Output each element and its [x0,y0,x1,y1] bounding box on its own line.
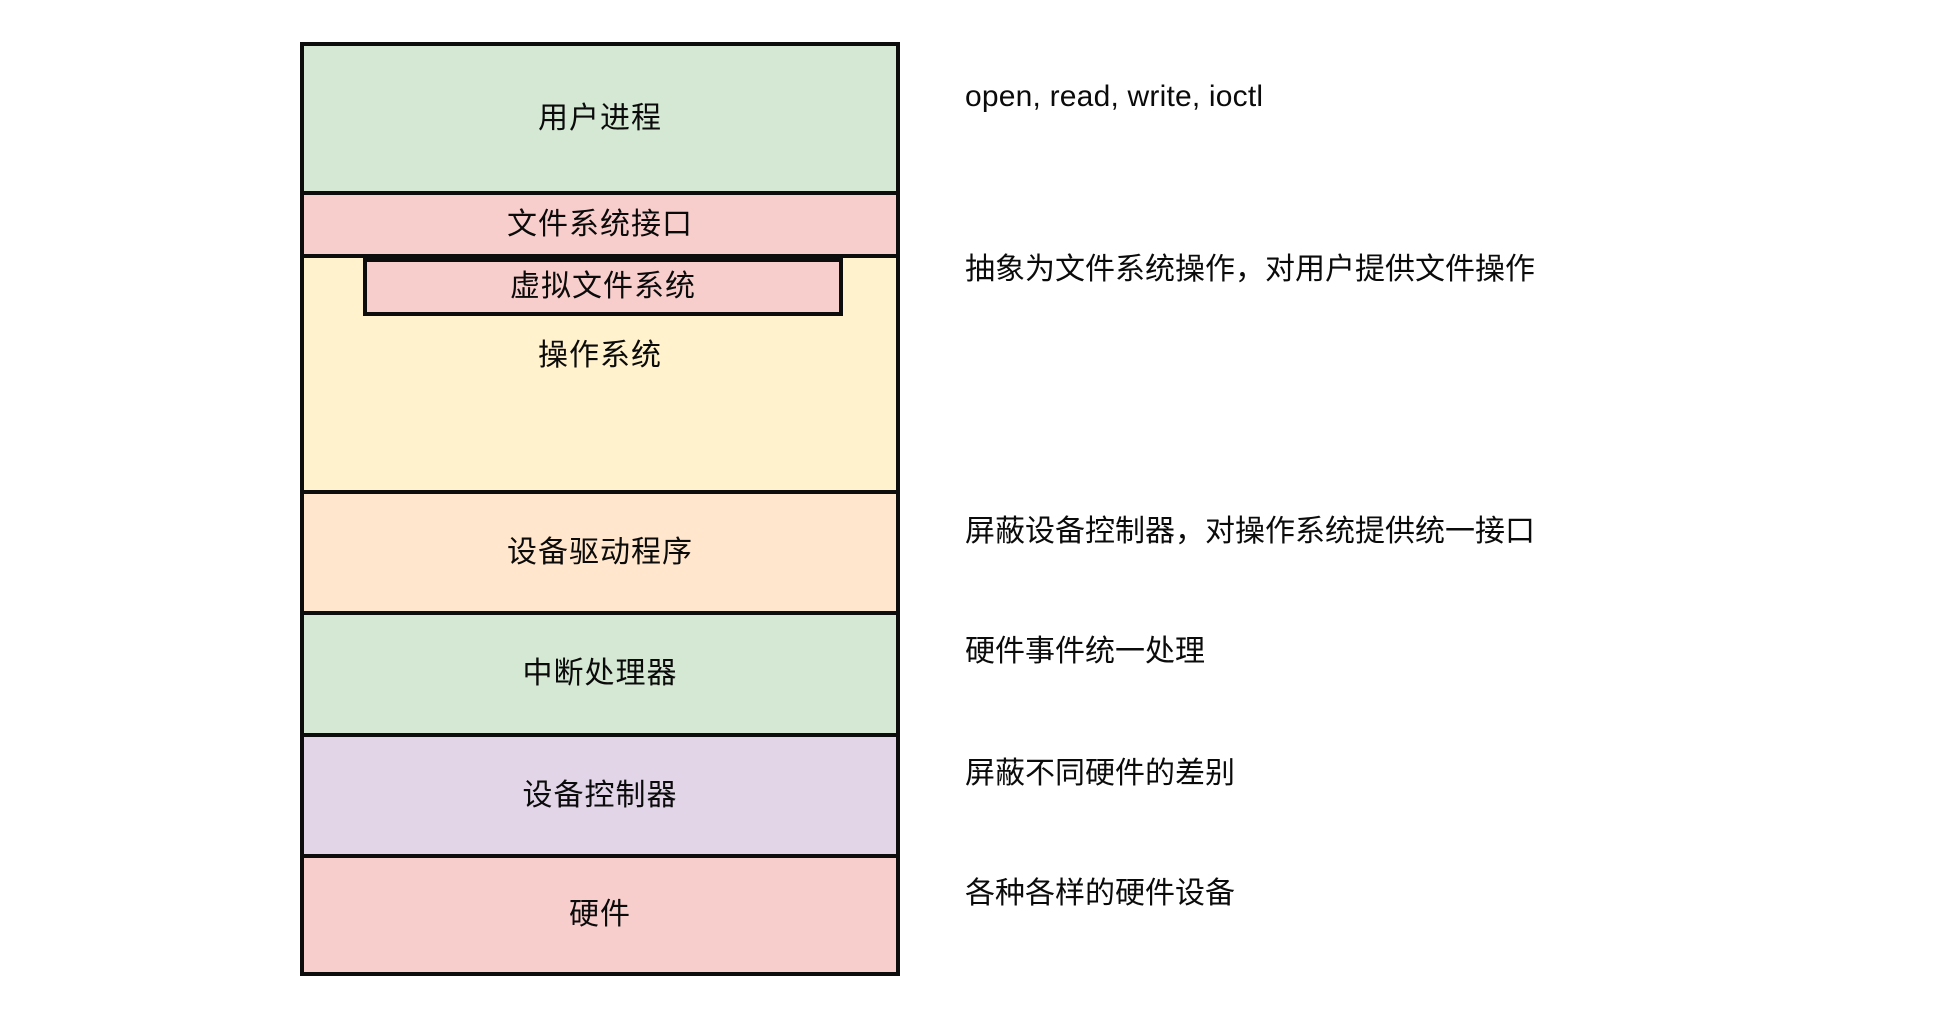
annotation-user-process: open, read, write, ioctl [965,80,1264,113]
layer-box-user-process: 用户进程 [300,42,900,195]
layer-box-hardware: 硬件 [300,858,900,976]
layer-label-wrap-operating-system: 操作系统 [304,330,896,382]
layer-box-virtual-file-system: 虚拟文件系统 [363,258,843,316]
annotation-device-controller: 屏蔽不同硬件的差别 [965,757,1235,790]
layer-label-fs-interface: 文件系统接口 [507,207,693,241]
annotation-device-driver: 屏蔽设备控制器，对操作系统提供统一接口 [965,515,1535,548]
annotation-hardware: 各种各样的硬件设备 [965,877,1235,910]
layer-label-hardware: 硬件 [569,898,631,931]
layer-label-interrupt-handler: 中断处理器 [522,657,678,690]
layer-label-device-driver: 设备驱动程序 [507,535,693,569]
layer-label-device-controller: 设备控制器 [522,778,678,812]
layer-label-virtual-file-system: 虚拟文件系统 [510,270,696,303]
annotation-virtual-file-system: 抽象为文件系统操作，对用户提供文件操作 [965,253,1535,286]
layer-label-user-process: 用户进程 [538,101,662,135]
layer-label-operating-system: 操作系统 [538,339,662,372]
layer-box-device-controller: 设备控制器 [300,737,900,858]
layer-box-fs-interface: 文件系统接口 [300,195,900,258]
layer-box-interrupt-handler: 中断处理器 [300,615,900,737]
annotation-interrupt-handler: 硬件事件统一处理 [965,635,1205,668]
layer-box-device-driver: 设备驱动程序 [300,494,900,615]
